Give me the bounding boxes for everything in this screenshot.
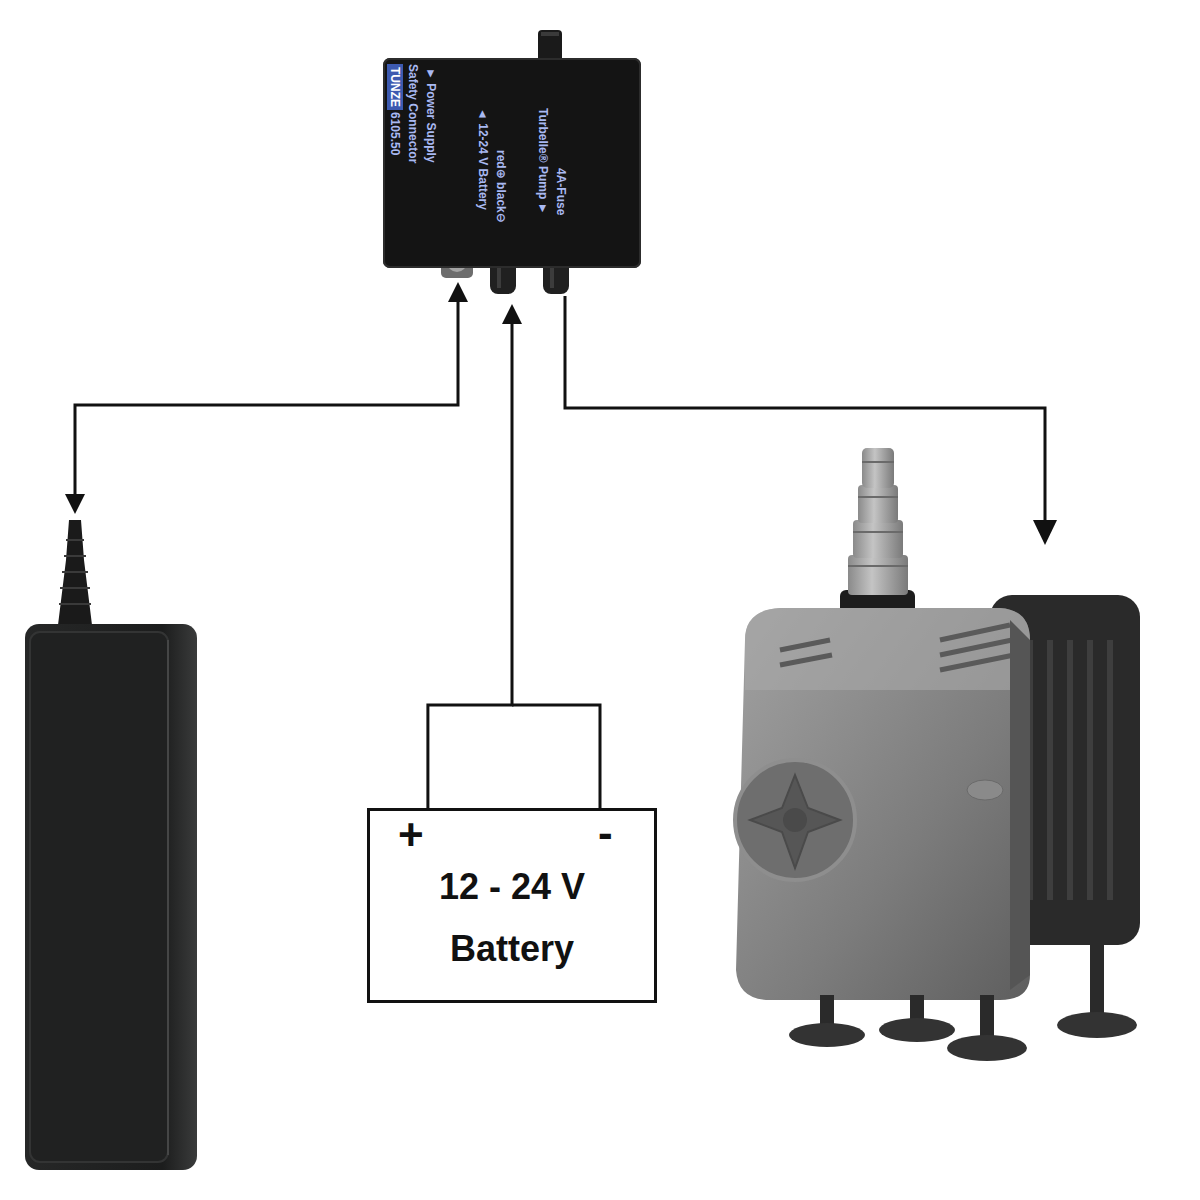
battery-terminal-wire [512, 705, 600, 808]
pump-illustration [1057, 1012, 1137, 1038]
pump-illustration [853, 520, 903, 558]
brand-logo: TUNZE [387, 64, 403, 110]
polarity-sign: - [598, 811, 613, 855]
power-supply-wire [75, 300, 458, 494]
pump-wire [565, 296, 1045, 522]
polarity-sign: + [398, 813, 424, 857]
pump-illustration [745, 608, 1030, 690]
voltage-label: 12 - 24 V [370, 869, 654, 905]
pump-illustration [750, 775, 840, 868]
power-supply-unit [25, 624, 197, 1170]
wire-line [428, 324, 512, 808]
wire-arrowheads [448, 282, 468, 302]
device-name: Safety Connector [405, 64, 421, 163]
pump-illustration [783, 808, 807, 832]
port-label: ◄ 12-24 V Battery [475, 108, 491, 210]
fuse-label: 4A-Fuse [553, 168, 569, 215]
pump-illustration [947, 1035, 1027, 1061]
pump-illustration [858, 485, 898, 523]
pump-illustration [1030, 640, 1110, 900]
power-supply-unit [30, 632, 168, 1162]
wire-arrowheads [65, 282, 468, 514]
pump-illustration [848, 462, 908, 566]
safety-connector-box: TUNZE 6105.50Safety Connector► Power Supp… [383, 58, 641, 268]
battery-label: Battery [370, 931, 654, 967]
power-supply-unit [167, 640, 169, 1155]
power-supply-unit [59, 540, 91, 604]
pump-illustration [735, 448, 1140, 1061]
pump-illustration [735, 760, 855, 880]
power-supply-unit [25, 520, 197, 1170]
arrowhead [502, 304, 522, 324]
wire-arrowhead [1033, 520, 1057, 545]
pump-illustration [736, 608, 1030, 1000]
pump-illustration [780, 625, 1014, 670]
model-number: 6105.50 [387, 112, 403, 155]
pump-illustration [980, 995, 994, 1040]
port-label: Turbelle® Pump ► [535, 108, 551, 215]
pump-illustration [1010, 620, 1030, 990]
power-supply-unit [58, 520, 92, 625]
wire-connector [428, 304, 522, 808]
pump-illustration [862, 448, 894, 488]
battery-box: + - 12 - 24 V Battery [367, 808, 657, 1003]
power-supply-wire [75, 300, 458, 494]
wire-arrowhead [1033, 520, 1057, 545]
polarity-label: red⊕ black⊖ [493, 150, 509, 223]
pump-illustration [879, 1018, 955, 1042]
connector-hardware [541, 32, 559, 36]
pump-illustration [789, 1023, 865, 1047]
wire-arrowheads [65, 494, 85, 514]
pump-illustration [848, 555, 908, 595]
pump-illustration [1090, 940, 1104, 1020]
port-label: ► Power Supply [423, 68, 439, 163]
battery-terminal-wire [512, 705, 600, 808]
pump-illustration [967, 780, 1003, 800]
pump-wire [565, 296, 1045, 522]
